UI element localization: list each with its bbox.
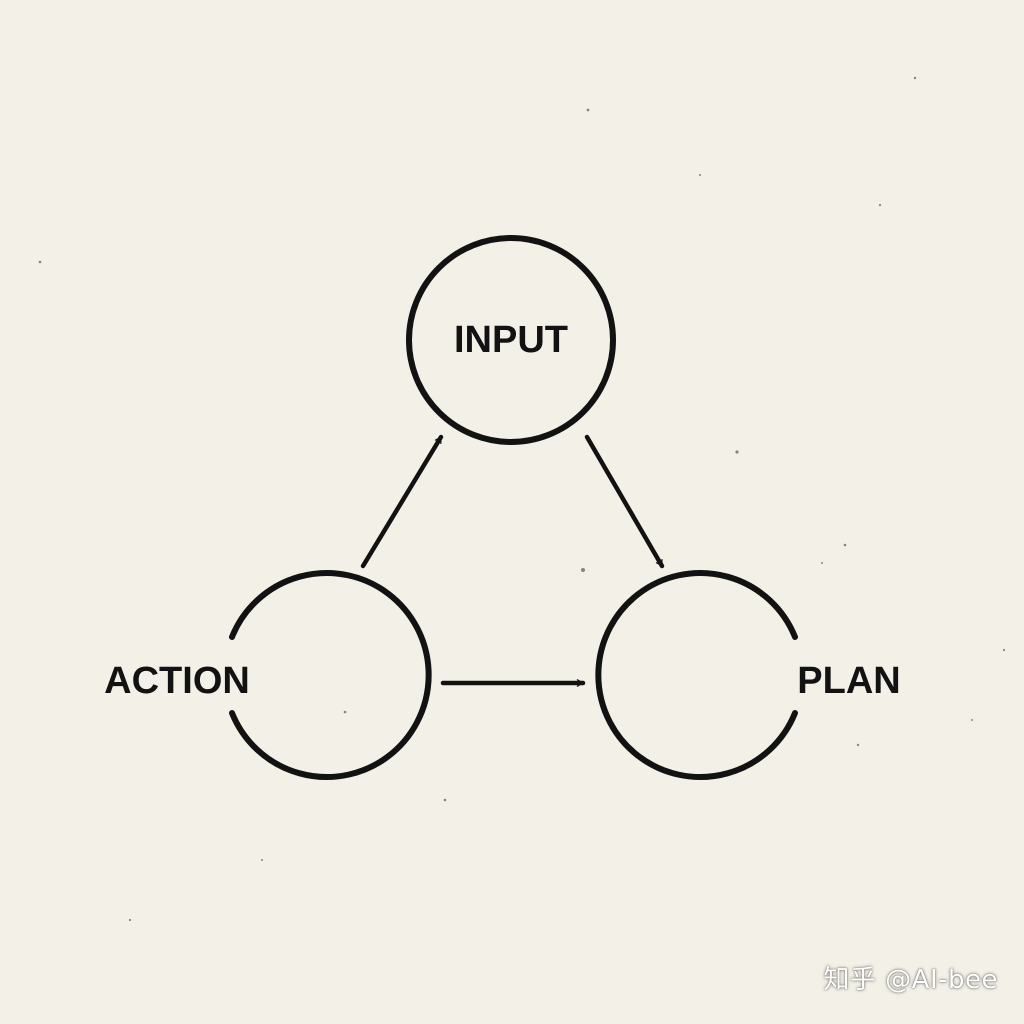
watermark-text: 知乎 @AI-bee [823,965,998,995]
input-node-circle [406,235,616,445]
arrow-input-to-plan [584,434,665,569]
plan-node-circle [595,570,798,780]
input-label: INPUT [454,319,568,361]
action-label: ACTION [104,660,250,702]
plan-label: PLAN [797,660,900,702]
paper-speckles [38,76,1006,922]
arrow-action-to-input [360,434,444,569]
action-node-circle [229,570,432,780]
